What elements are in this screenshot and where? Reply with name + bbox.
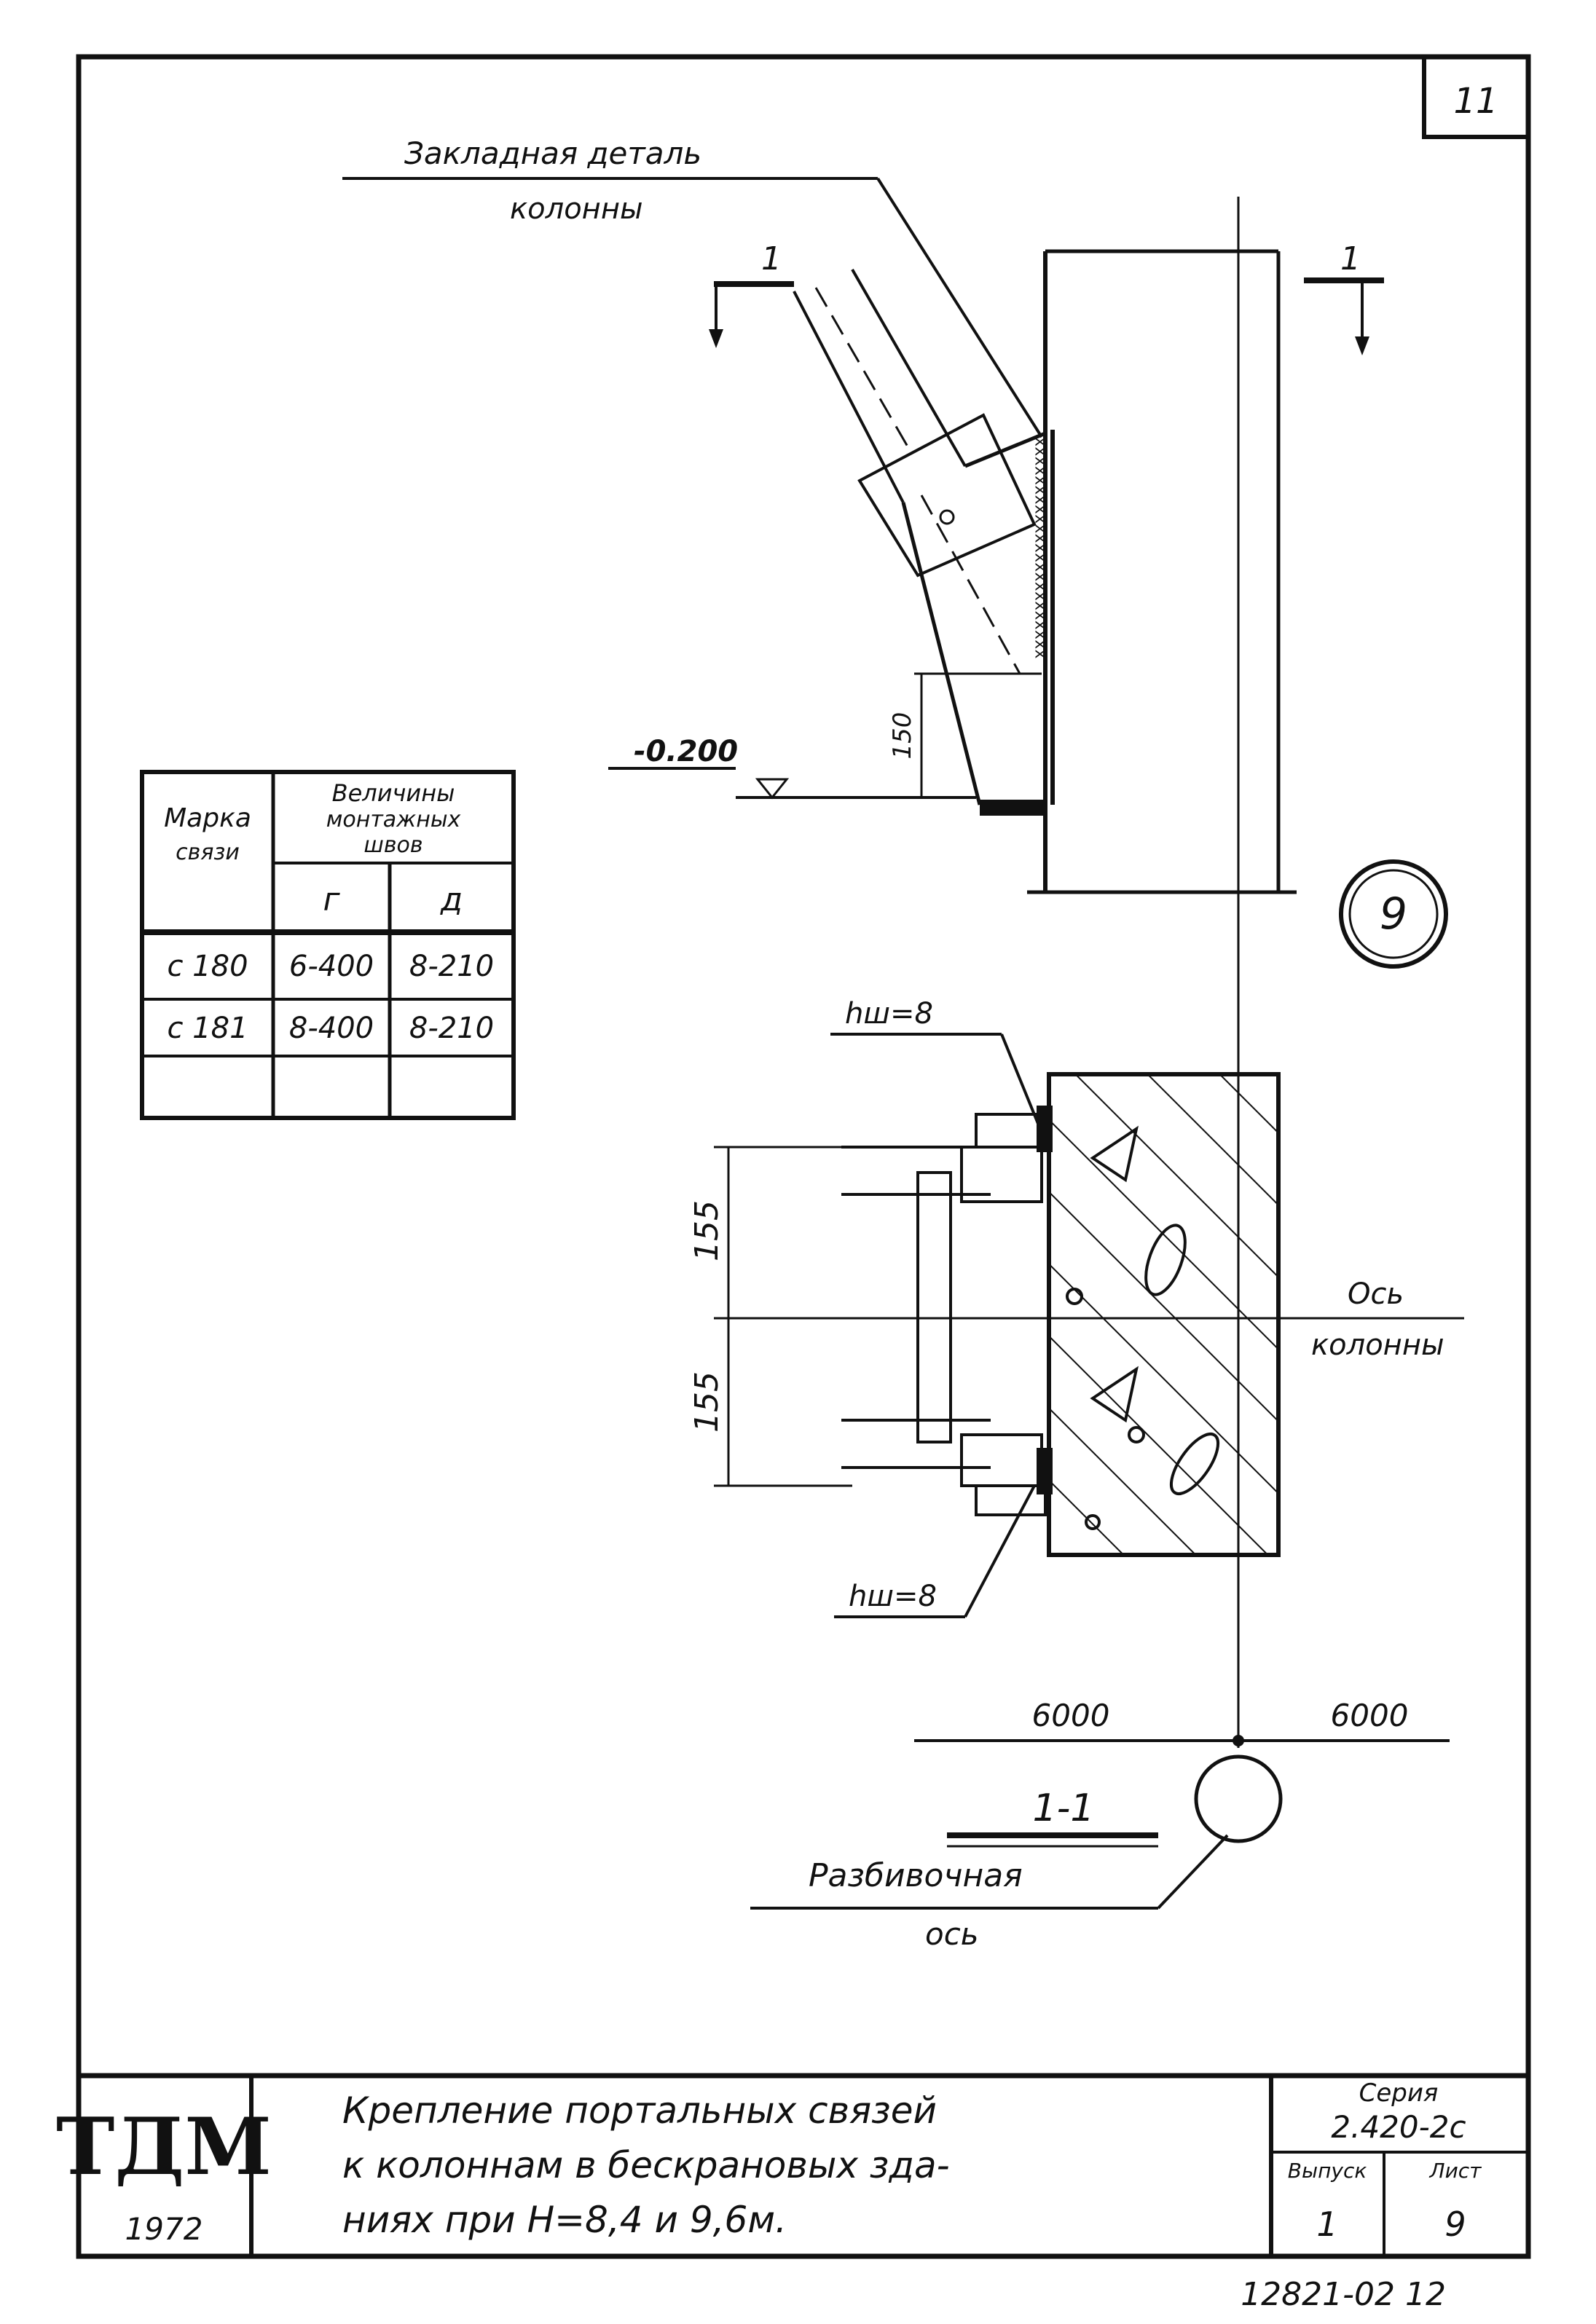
section-view: hш=8 hш=8 xyxy=(688,997,1464,1952)
weld-label-top: hш=8 xyxy=(845,997,933,1031)
sheet-number: 11 xyxy=(1453,81,1498,122)
drawing-year: 1972 xyxy=(125,2211,203,2247)
column-axis-label: Ось xyxy=(1348,1277,1404,1311)
table-header-group-3: швов xyxy=(363,832,422,858)
sheet-number-box: 11 xyxy=(1422,55,1530,139)
table-header-mark: Марка xyxy=(164,803,251,833)
brace-section xyxy=(841,1106,1053,1516)
section-cut-mark-left: 1 xyxy=(709,240,794,348)
column-axis-label-2: колонны xyxy=(1311,1328,1444,1362)
sheet-label: Лист xyxy=(1429,2159,1482,2183)
drawing-title: Крепление портальных связей xyxy=(342,2089,937,2132)
title-block: ТДМ 1972 Крепление портальных связей к к… xyxy=(56,2073,1528,2256)
weld-label-bottom: hш=8 xyxy=(849,1580,937,1613)
drawing-frame xyxy=(76,54,1531,2259)
embedded-part-leader xyxy=(876,177,1043,438)
section-cut-mark-right: 1 xyxy=(1304,240,1384,355)
table-col-d: д xyxy=(440,881,463,918)
concrete-aggregate xyxy=(1066,1125,1220,1530)
weld-marks: xxxxxxxxxxxxxxxxxxxxxxx xyxy=(1031,437,1050,659)
weld-table: Марка связи Величины монтажных швов г д … xyxy=(140,770,516,1120)
drawing-title-3: ниях при H=8,4 и 9,6м. xyxy=(342,2199,787,2241)
drawing-title-2: к колоннам в бескрановых зда- xyxy=(342,2144,950,2186)
column-axis-marker: 9 xyxy=(1339,859,1448,969)
footer-code: 12821-02 12 xyxy=(1241,2276,1446,2313)
series-label: Серия xyxy=(1359,2079,1439,2108)
axis-marker-label: 9 xyxy=(1380,889,1407,940)
table-cell: 8-210 xyxy=(409,1012,494,1045)
grid-axis-label: Разбивочная xyxy=(809,1857,1023,1894)
table-cell: с 180 xyxy=(167,950,248,983)
issue-label: Выпуск xyxy=(1288,2159,1367,2183)
span-left: 6000 xyxy=(1032,1698,1110,1733)
elevation-value: -0.200 xyxy=(634,735,738,768)
table-cell: 6-400 xyxy=(289,950,374,983)
elevation-mark: -0.200 xyxy=(608,735,976,800)
embedded-part-label-2: колонны xyxy=(510,192,643,226)
dim-155-bottom: 155 xyxy=(688,1371,726,1433)
weld-callout-top: hш=8 xyxy=(830,997,1043,1133)
organization-logo: ТДМ xyxy=(56,2101,272,2193)
column-elevation xyxy=(1027,249,1297,894)
table-cell: 8-210 xyxy=(409,950,494,983)
concrete-column-section xyxy=(1047,1072,1281,1557)
issue-value: 1 xyxy=(1316,2205,1337,2244)
table-header-mark-2: связи xyxy=(176,840,240,865)
grid-axis-label-2: ось xyxy=(925,1916,979,1952)
series-value: 2.420-2с xyxy=(1331,2109,1466,2145)
dimension-155: 155 155 xyxy=(688,1146,1464,1487)
table-header-group: Величины xyxy=(332,779,455,807)
section-title: 1-1 xyxy=(1033,1787,1095,1830)
section-mark-left: 1 xyxy=(761,240,782,277)
weld-callout-bottom: hш=8 xyxy=(834,1485,1036,1618)
sheet-value: 9 xyxy=(1444,2205,1466,2244)
table-cell: с 181 xyxy=(167,1012,248,1045)
grid-axis-callout: Разбивочная ось xyxy=(750,1834,1229,1952)
embedded-part-label: Закладная деталь xyxy=(404,135,701,171)
span-right: 6000 xyxy=(1331,1698,1409,1733)
table-header-group-2: монтажных xyxy=(326,807,461,832)
section-mark-right: 1 xyxy=(1340,240,1361,277)
portal-brace xyxy=(793,269,1046,816)
span-dimensions: 6000 6000 xyxy=(914,1698,1450,1843)
dimension-150: 150 xyxy=(888,672,1042,797)
table-cell: 8-400 xyxy=(289,1012,374,1045)
dim-150-label: 150 xyxy=(888,712,917,760)
table-col-g: г xyxy=(323,881,340,918)
dim-155-top: 155 xyxy=(688,1200,726,1261)
